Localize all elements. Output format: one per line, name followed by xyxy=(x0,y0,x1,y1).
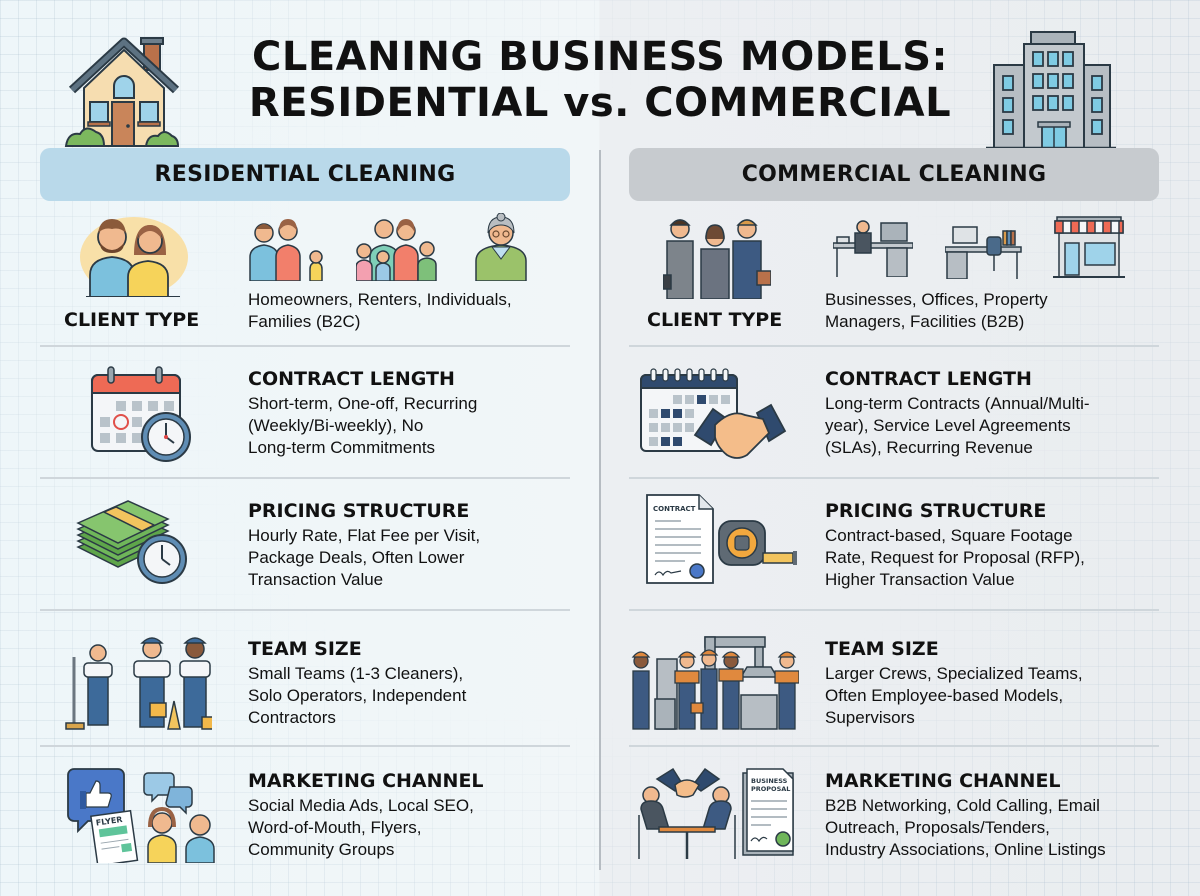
contract-doc-label: CONTRACT xyxy=(653,505,696,513)
column-divider xyxy=(599,150,601,870)
contract-length-body: Long-term Contracts (Annual/Multi- year)… xyxy=(825,394,1090,457)
client-type-body: Businesses, Offices, Property Managers, … xyxy=(825,290,1048,331)
client-type-text: Businesses, Offices, Property Managers, … xyxy=(825,289,1048,333)
flyer-label: FLYER xyxy=(95,815,123,828)
pricing-structure-body: Hourly Rate, Flat Fee per Visit, Package… xyxy=(248,526,481,589)
residential-marketing-channel-row: FLYER MARKETING CHANNEL Social Media Ads… xyxy=(40,747,570,877)
commercial-marketing-channel-row: BUSINESS PROPOSAL MARKETING CHANNEL B2B … xyxy=(629,747,1159,877)
client-type-body: Homeowners, Renters, Individuals, Famili… xyxy=(248,290,512,331)
family-icon xyxy=(249,219,323,281)
pricing-structure-body: Contract-based, Square Footage Rate, Req… xyxy=(825,526,1085,589)
proposal-doc-label-1: BUSINESS xyxy=(751,777,788,785)
team-size-text: TEAM SIZE Larger Crews, Specialized Team… xyxy=(825,637,1083,729)
contract-length-text: CONTRACT LENGTH Long-term Contracts (Ann… xyxy=(825,367,1090,459)
business-meeting-proposal-icon: BUSINESS PROPOSAL xyxy=(638,767,794,859)
marketing-channel-heading: MARKETING CHANNEL xyxy=(248,770,484,792)
marketing-channel-body: Social Media Ads, Local SEO, Word-of-Mou… xyxy=(248,796,474,859)
team-size-body: Small Teams (1-3 Cleaners), Solo Operato… xyxy=(248,664,467,727)
residential-pricing-structure-row: PRICING STRUCTURE Hourly Rate, Flat Fee … xyxy=(40,479,570,611)
marketing-channel-heading: MARKETING CHANNEL xyxy=(825,770,1061,792)
industrial-crew-icon xyxy=(631,636,799,730)
social-flyer-chat-icon: FLYER xyxy=(67,768,215,863)
pricing-structure-text: PRICING STRUCTURE Hourly Rate, Flat Fee … xyxy=(248,499,480,591)
team-size-heading: TEAM SIZE xyxy=(825,638,939,660)
residential-column: RESIDENTIAL CLEANING CLIENT TYPE xyxy=(40,148,570,877)
pricing-structure-heading: PRICING STRUCTURE xyxy=(248,500,470,522)
residential-banner: RESIDENTIAL CLEANING xyxy=(40,148,570,201)
office-desk-worker-icon xyxy=(833,220,913,277)
marketing-channel-body: B2B Networking, Cold Calling, Email Outr… xyxy=(825,796,1106,859)
contract-length-heading: CONTRACT LENGTH xyxy=(248,368,455,390)
residential-client-type-row: CLIENT TYPE xyxy=(40,201,570,347)
contract-length-body: Short-term, One-off, Recurring (Weekly/B… xyxy=(248,394,478,457)
commercial-banner: COMMERCIAL CLEANING xyxy=(629,148,1159,201)
couple-icon xyxy=(80,217,188,297)
elderly-woman-icon xyxy=(475,213,527,281)
team-size-heading: TEAM SIZE xyxy=(248,638,362,660)
client-type-label: CLIENT TYPE xyxy=(647,309,783,331)
pricing-structure-text: PRICING STRUCTURE Contract-based, Square… xyxy=(825,499,1085,591)
house-icon xyxy=(64,37,180,147)
residential-contract-length-row: CONTRACT LENGTH Short-term, One-off, Rec… xyxy=(40,347,570,479)
proposal-doc-label-2: PROPOSAL xyxy=(751,785,790,793)
office-desk-icon xyxy=(945,226,1022,279)
team-size-body: Larger Crews, Specialized Teams, Often E… xyxy=(825,664,1083,727)
calendar-clock-icon xyxy=(91,366,191,462)
contract-length-text: CONTRACT LENGTH Short-term, One-off, Rec… xyxy=(248,367,477,459)
contract-tape-measure-icon: CONTRACT xyxy=(646,494,797,584)
cash-stack-clock-icon xyxy=(76,500,187,584)
client-type-text: Homeowners, Renters, Individuals, Famili… xyxy=(248,289,512,333)
page-title: CLEANING BUSINESS MODELS: RESIDENTIAL vs… xyxy=(0,34,1200,126)
commercial-column: COMMERCIAL CLEANING CLIENT TYPE xyxy=(629,148,1159,877)
pricing-structure-heading: PRICING STRUCTURE xyxy=(825,500,1047,522)
residential-team-size-row: TEAM SIZE Small Teams (1-3 Cleaners), So… xyxy=(40,611,570,747)
cleaners-team-icon xyxy=(65,637,212,730)
marketing-channel-text: MARKETING CHANNEL Social Media Ads, Loca… xyxy=(248,769,484,861)
business-people-icon xyxy=(663,219,771,299)
commercial-contract-length-row: CONTRACT LENGTH Long-term Contracts (Ann… xyxy=(629,347,1159,479)
team-size-text: TEAM SIZE Small Teams (1-3 Cleaners), So… xyxy=(248,637,466,729)
commercial-team-size-row: TEAM SIZE Larger Crews, Specialized Team… xyxy=(629,611,1159,747)
calendar-handshake-icon xyxy=(640,368,787,459)
marketing-channel-text: MARKETING CHANNEL B2B Networking, Cold C… xyxy=(825,769,1106,861)
commercial-pricing-structure-row: CONTRACT PRICING STRUCTURE Contract-base… xyxy=(629,479,1159,611)
client-type-label: CLIENT TYPE xyxy=(64,309,200,331)
title-line-2: RESIDENTIAL vs. COMMERCIAL xyxy=(248,80,952,126)
commercial-client-type-row: CLIENT TYPE xyxy=(629,201,1159,347)
title-line-1: CLEANING BUSINESS MODELS: xyxy=(251,34,949,80)
storefront-icon xyxy=(1053,216,1125,278)
office-building-icon xyxy=(986,31,1116,150)
large-family-icon xyxy=(356,219,437,281)
contract-length-heading: CONTRACT LENGTH xyxy=(825,368,1032,390)
